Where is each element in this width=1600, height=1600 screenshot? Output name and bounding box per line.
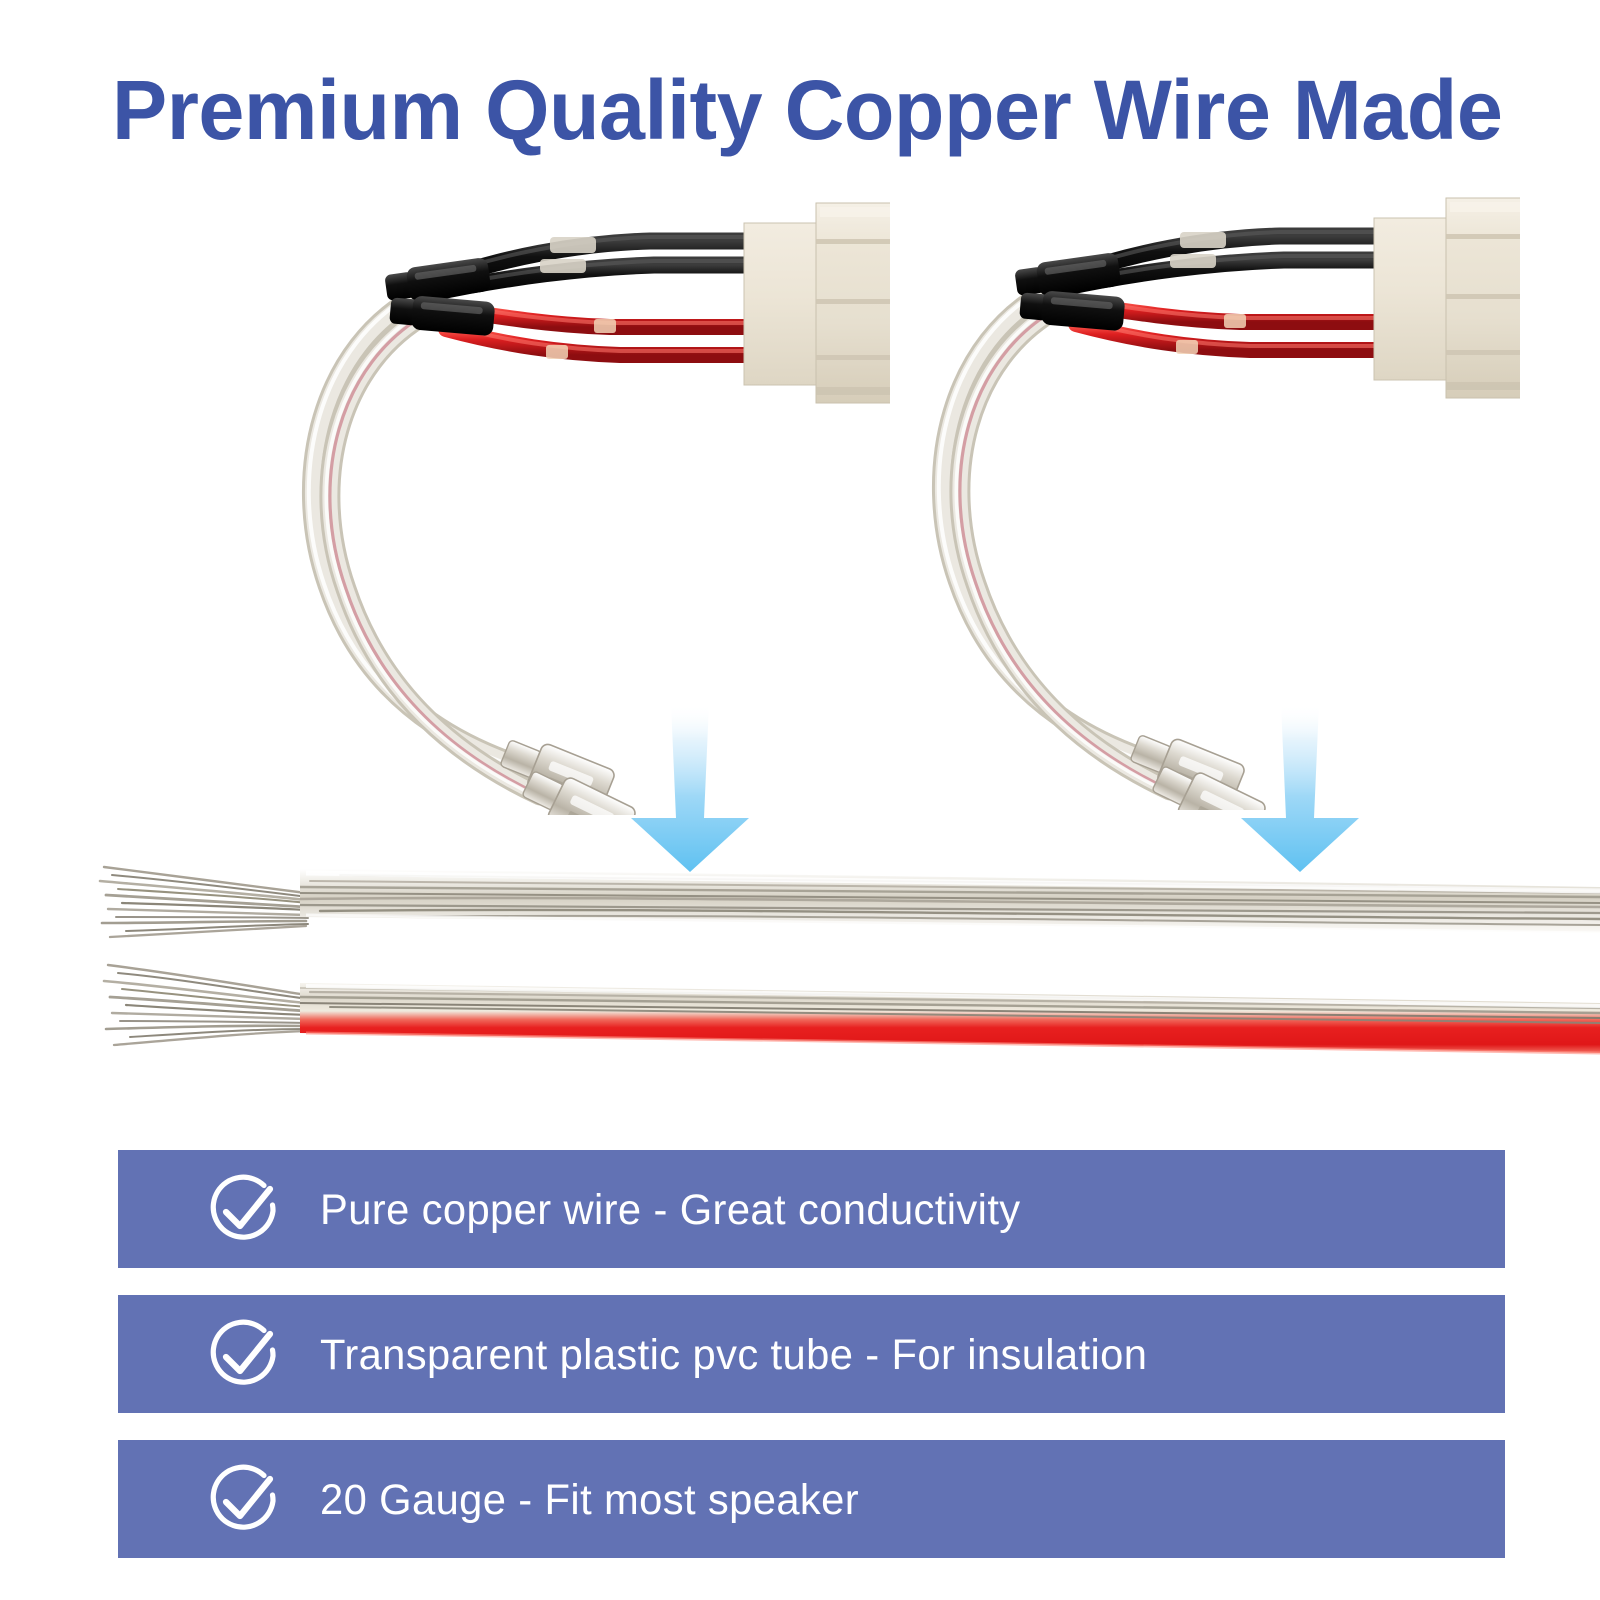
clear-jacket-wire — [98, 865, 1600, 939]
wire-closeup-photos — [0, 845, 1600, 1085]
check-circle-icon — [202, 1460, 284, 1542]
feature-label: 20 Gauge - Fit most speaker — [320, 1476, 860, 1524]
page-title: Premium Quality Copper Wire Made — [112, 63, 1503, 157]
spade-terminals — [500, 740, 636, 815]
down-arrow-icon-right — [1235, 700, 1365, 875]
feature-bar-2: Transparent plastic pvc tube - For insul… — [118, 1295, 1505, 1413]
feature-bar-3: 20 Gauge - Fit most speaker — [118, 1440, 1505, 1558]
down-arrow-icon-left — [625, 700, 755, 875]
product-image-harness-2 — [880, 190, 1520, 810]
red-jacket-wire — [102, 963, 1600, 1055]
feature-list: Pure copper wire - Great conductivity Tr… — [118, 1150, 1505, 1558]
feature-label: Pure copper wire - Great conductivity — [320, 1186, 1021, 1234]
heat-shrink-sleeves — [385, 258, 495, 336]
clear-sheathed-leads — [301, 284, 551, 806]
feature-bar-1: Pure copper wire - Great conductivity — [118, 1150, 1505, 1268]
check-circle-icon — [202, 1315, 284, 1397]
feature-label: Transparent plastic pvc tube - For insul… — [320, 1331, 1148, 1379]
product-image-harness-1 — [250, 195, 890, 815]
connector-housing — [743, 202, 890, 404]
check-circle-icon — [202, 1170, 284, 1252]
